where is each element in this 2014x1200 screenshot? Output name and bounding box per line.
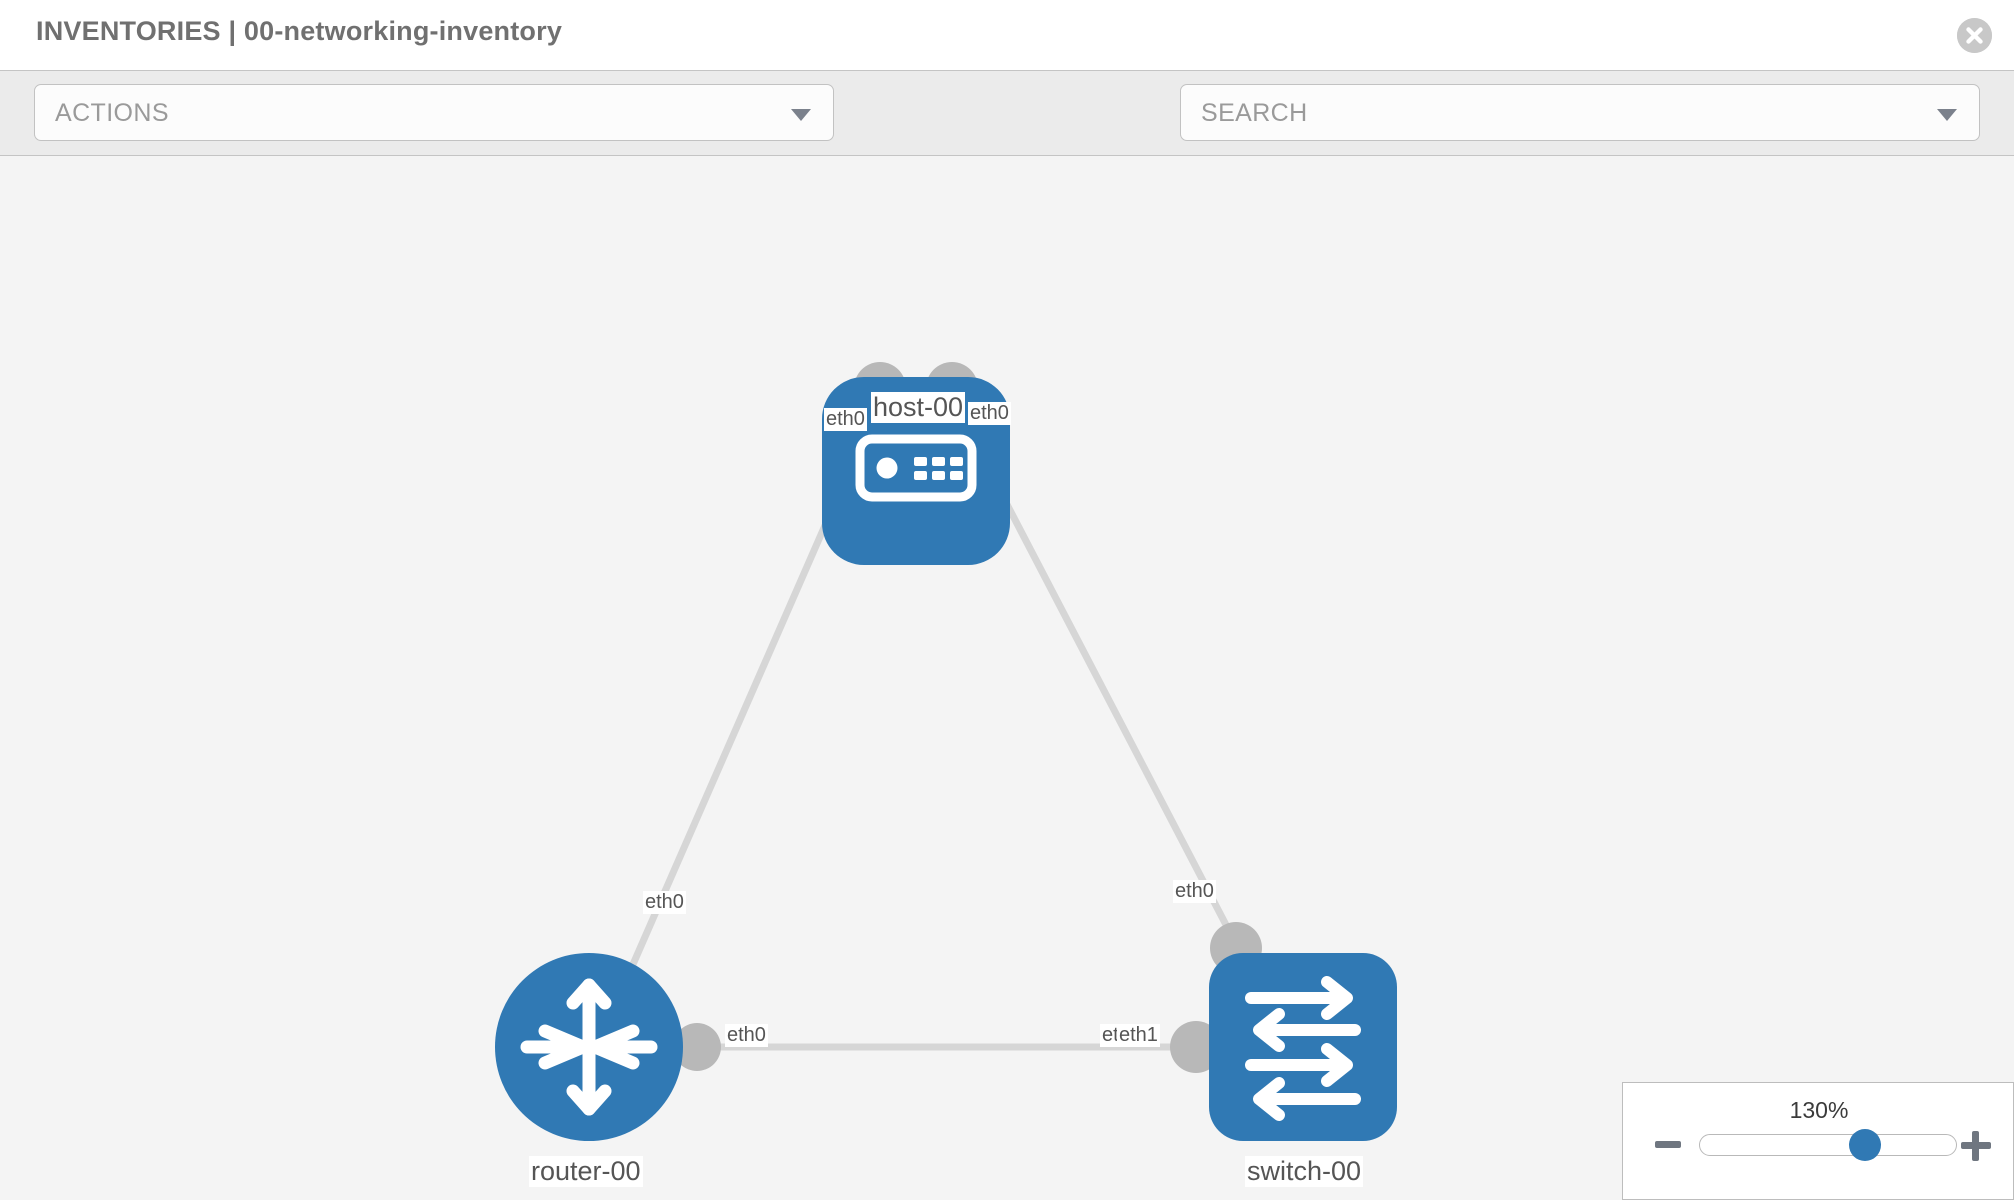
zoom-in-icon[interactable] (1961, 1131, 1991, 1161)
node-label-switch-00: switch-00 (1245, 1156, 1364, 1187)
edge-label-switch-left-front: eth1 (1117, 1024, 1160, 1047)
actions-dropdown[interactable]: ACTIONS (34, 84, 834, 141)
topology-canvas[interactable]: eth0 eth0 host-00 eth0 eth0 eth0 eth0 et… (0, 156, 2014, 1200)
topology-graph (495, 362, 1397, 1141)
edge-label-router-up: eth0 (643, 891, 686, 914)
search-placeholder: SEARCH (1201, 99, 1308, 127)
zoom-out-icon[interactable] (1655, 1141, 1681, 1148)
actions-dropdown-label: ACTIONS (55, 99, 169, 127)
node-label-host-00: host-00 (871, 392, 966, 423)
node-router-00 (495, 953, 683, 1141)
toolbar: ACTIONS SEARCH (0, 70, 2014, 199)
edge-label-host-left: eth0 (824, 408, 867, 431)
port-router-right (673, 1023, 721, 1071)
edge-label-switch-up: eth0 (1173, 880, 1216, 903)
edge-label-host-right: eth0 (968, 402, 1011, 425)
node-switch-00 (1209, 953, 1397, 1141)
chevron-down-icon (791, 109, 811, 121)
search-input[interactable]: SEARCH (1180, 84, 1980, 141)
node-label-router-00: router-00 (529, 1156, 643, 1187)
chevron-down-icon[interactable] (1937, 109, 1957, 121)
zoom-level-value: 130% (1789, 1097, 1849, 1123)
zoom-control-panel: 130% (1622, 1082, 2014, 1200)
close-icon[interactable] (1957, 18, 1992, 53)
page-header: INVENTORIES | 00-networking-inventory (0, 0, 2014, 70)
zoom-slider-handle[interactable] (1849, 1129, 1881, 1161)
page-title: INVENTORIES | 00-networking-inventory (36, 16, 563, 46)
edge-label-router-right: eth0 (725, 1024, 768, 1047)
node-host-00 (822, 377, 1010, 565)
zoom-slider-track[interactable] (1699, 1134, 1957, 1156)
